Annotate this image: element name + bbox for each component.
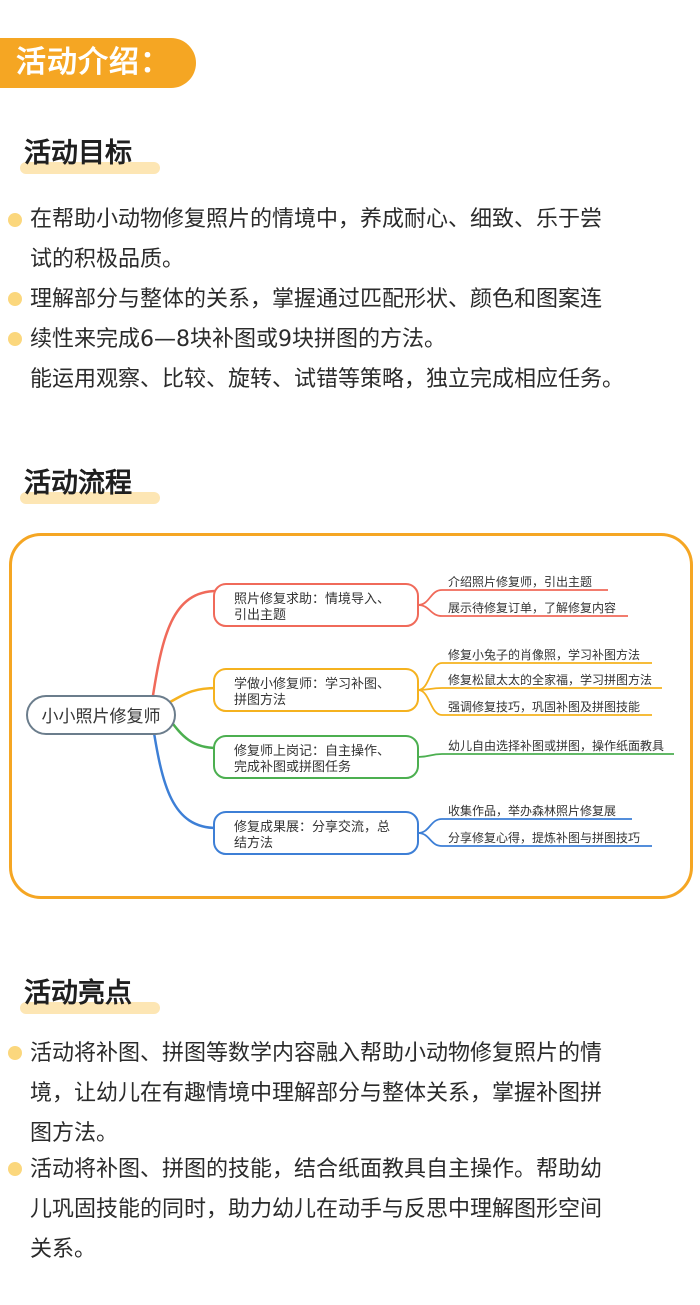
title-highlight: [20, 162, 160, 174]
leaf-1-2: 展示待修复订单，了解修复内容: [448, 600, 616, 615]
branch-1-label-2: 引出主题: [234, 608, 286, 623]
bullet-dot: [8, 213, 22, 227]
leaf-line: [417, 589, 608, 606]
leaf-line: [417, 832, 652, 847]
branch-2-label-2: 拼图方法: [234, 692, 286, 708]
leaf-2-1: 修复小兔子的肖像照，学习补图方法: [448, 647, 640, 662]
bullet-dot: [8, 332, 22, 346]
root-label: 小小照片修复师: [42, 707, 161, 727]
highlight-line-6: 关系。: [30, 1237, 97, 1262]
leaf-4-2: 分享修复心得，提炼补图与拼图技巧: [448, 830, 640, 845]
title-highlight: [20, 1002, 160, 1014]
connector-branch-2: [169, 686, 218, 704]
root-node: [26, 695, 176, 735]
connector-branch-4: [150, 719, 218, 830]
goal-line-2: 试的积极品质。: [30, 247, 185, 272]
connector-branch-3: [169, 719, 218, 750]
highlight-line-1: 活动将补图、拼图等数学内容融入帮助小动物修复照片的情: [30, 1041, 603, 1066]
process-title: 活动流程: [20, 464, 160, 504]
goal-line-1: 在帮助小动物修复照片的情境中，养成耐心、细致、乐于尝: [30, 207, 603, 232]
leaf-2-3: 强调修复技巧，巩固补图及拼图技能: [448, 699, 640, 714]
bullet-dot: [8, 1046, 22, 1060]
leaf-line: [417, 753, 674, 758]
goal-line-3: 理解部分与整体的关系，掌握通过匹配形状、颜色和图案连: [30, 287, 603, 312]
goals-title: 活动目标: [20, 134, 160, 174]
intro-badge: 活动介绍：: [0, 38, 196, 88]
leaf-4-1: 收集作品，举办森林照片修复展: [448, 803, 616, 818]
highlight-line-3: 图方法。: [30, 1121, 119, 1146]
mindmap-panel: 小小照片修复师 照片修复求助：情境导入、 引出主题 介绍照片修复师，引出主题 展…: [9, 533, 693, 899]
highlight-line-2: 境，让幼儿在有趣情境中理解部分与整体关系，掌握补图拼: [30, 1081, 603, 1106]
process-title-text: 活动流程: [24, 468, 132, 499]
goal-line-4: 续性来完成6—8块补图或9块拼图的方法。: [30, 327, 446, 352]
mindmap-diagram: 小小照片修复师 照片修复求助：情境导入、 引出主题 介绍照片修复师，引出主题 展…: [26, 574, 674, 855]
title-highlight: [20, 492, 160, 504]
leaf-1-1: 介绍照片修复师，引出主题: [448, 574, 592, 589]
highlight-line-4: 活动将补图、拼图的技能，结合纸面教具自主操作。帮助幼: [30, 1157, 603, 1182]
branch-4-label-1: 修复成果展：分享交流，总: [234, 819, 390, 835]
bullet-dot: [8, 292, 22, 306]
branch-3-label-1: 修复师上岗记：自主操作、: [234, 743, 390, 759]
branch-1-label-1: 照片修复求助：情境导入、: [234, 592, 390, 607]
goals-title-text: 活动目标: [24, 138, 132, 169]
branch-4-label-2: 结方法: [234, 835, 273, 851]
branch-3-label-2: 完成补图或拼图任务: [234, 759, 351, 775]
highlight-line-5: 儿巩固技能的同时，助力幼儿在动手与反思中理解图形空间: [30, 1197, 603, 1222]
leaf-2-2: 修复松鼠太太的全家福，学习拼图方法: [448, 672, 652, 687]
branch-2-label-1: 学做小修复师：学习补图、: [234, 676, 390, 692]
leaf-line: [417, 689, 652, 716]
bullet-dot: [8, 1162, 22, 1176]
highlights-title-text: 活动亮点: [24, 978, 132, 1009]
connector-branch-1: [150, 589, 218, 703]
leaf-line: [417, 604, 628, 617]
leaf-3-1: 幼儿自由选择补图或拼图，操作纸面教具: [448, 738, 664, 753]
goal-line-5: 能运用观察、比较、旋转、试错等策略，独立完成相应任务。: [30, 367, 625, 392]
leaf-line: [417, 687, 662, 691]
highlights-title: 活动亮点: [20, 974, 160, 1014]
